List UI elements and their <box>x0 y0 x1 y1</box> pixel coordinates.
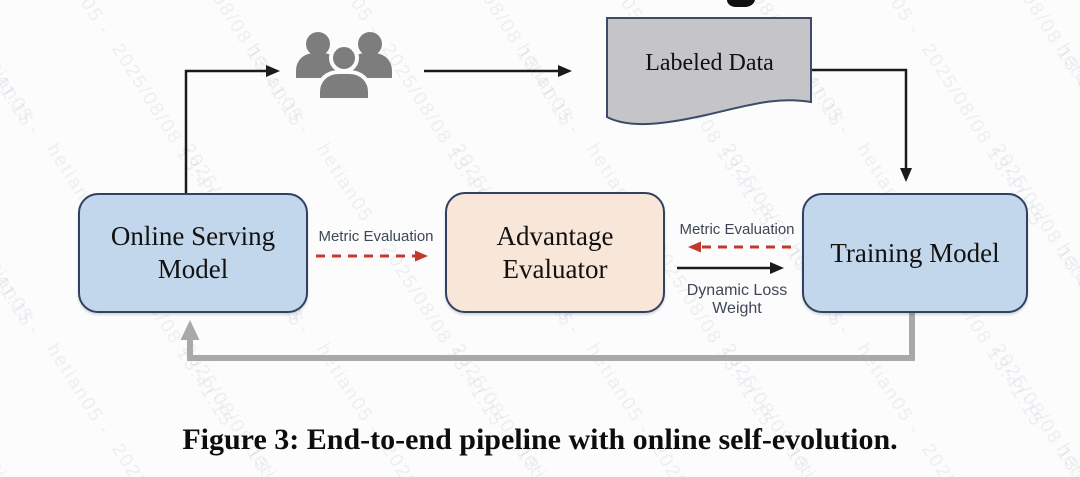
watermark-text: hetian05 - <box>851 0 925 40</box>
person-front-head <box>329 43 359 73</box>
online-serving-model-label-line2: Model <box>157 254 229 284</box>
watermark-text: hetian05 - <box>512 40 586 140</box>
watermark-text: hetian05 - <box>41 0 115 40</box>
training-model-label: Training Model <box>830 237 1000 268</box>
node-online-serving-model: Online Serving Model <box>78 193 308 313</box>
labeled-data-document-shape <box>606 17 812 126</box>
cropped-text-fragment <box>727 0 755 7</box>
node-training-model: Training Model <box>802 193 1028 313</box>
watermark-text: hetian05 - <box>312 140 386 240</box>
watermark-text: hetian05 - <box>1052 240 1080 340</box>
dynamic-loss-weight-label-line2: Weight <box>712 300 762 318</box>
person-left-head <box>306 32 330 56</box>
document-outline <box>606 17 812 126</box>
advantage-evaluator-label-line1: Advantage <box>496 220 614 251</box>
advantage-evaluator-label-line2: Evaluator <box>502 253 608 284</box>
online-serving-model-label-line1: Online Serving <box>110 221 276 252</box>
person-front-body <box>316 70 372 102</box>
watermark-text: hetian05 - <box>1052 40 1080 140</box>
people-group-icon <box>296 32 392 102</box>
figure-caption: Figure 3: End-to-end pipeline with onlin… <box>182 423 898 456</box>
person-right-head <box>358 32 382 56</box>
metric-evaluation-left-label: Metric Evaluation <box>318 228 434 245</box>
dynamic-loss-weight-label-line1: Dynamic Loss <box>686 282 788 299</box>
labeled-data-label: Labeled Data <box>645 50 774 76</box>
watermark-text: hetian05 - <box>0 240 46 340</box>
watermark-text: hetian05 - <box>0 40 46 140</box>
metric-evaluation-right-label: Metric Evaluation <box>679 221 795 238</box>
node-advantage-evaluator: Advantage Evaluator <box>445 192 665 313</box>
dynamic-loss-weight-label: Dynamic Loss Weight <box>670 282 804 319</box>
